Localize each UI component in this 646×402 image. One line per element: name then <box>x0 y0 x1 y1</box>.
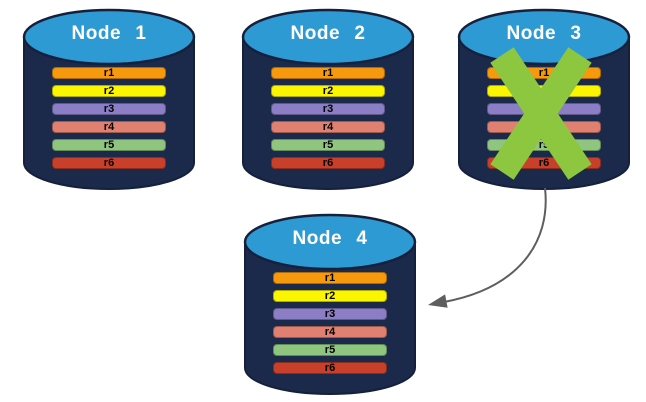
node-label: Node 4 <box>292 228 368 249</box>
replica-bar: r1 <box>273 272 387 284</box>
cylinder-top <box>22 8 196 66</box>
replica-list: r1 r2 r3 r4 r5 r6 <box>273 272 387 374</box>
cylinder-top <box>457 8 631 66</box>
node-label: Node 3 <box>506 23 582 44</box>
replica-bar: r2 <box>52 85 166 97</box>
replica-bar: r3 <box>273 308 387 320</box>
replica-list: r1 r2 r3 r4 r5 r6 <box>271 67 385 169</box>
replica-bar: r5 <box>273 344 387 356</box>
node-3: Node 3 r1 r2 r3 r4 r5 r6 <box>456 6 632 192</box>
node-1: Node 1 r1 r2 r3 r4 r5 r6 <box>21 6 197 192</box>
node-label: Node 1 <box>71 23 147 44</box>
replica-bar: r4 <box>52 121 166 133</box>
replica-bar: r3 <box>271 103 385 115</box>
replica-bar: r2 <box>273 290 387 302</box>
failover-arrow <box>428 187 547 308</box>
replica-bar: r4 <box>273 326 387 338</box>
replica-bar: r6 <box>273 362 387 374</box>
cylinder-top <box>243 213 417 271</box>
failure-x-icon <box>490 47 592 180</box>
node-4: Node 4 r1 r2 r3 r4 r5 r6 <box>242 211 418 397</box>
replica-bar: r3 <box>52 103 166 115</box>
replica-bar: r6 <box>271 157 385 169</box>
replica-bar: r1 <box>52 67 166 79</box>
arrow-head <box>428 294 448 308</box>
replica-list: r1 r2 r3 r4 r5 r6 <box>52 67 166 169</box>
replica-bar: r4 <box>271 121 385 133</box>
replica-bar: r5 <box>52 139 166 151</box>
arrow-curve <box>443 187 547 303</box>
cylinder-top <box>241 8 415 66</box>
replica-bar: r6 <box>52 157 166 169</box>
node-2: Node 2 r1 r2 r3 r4 r5 r6 <box>240 6 416 192</box>
replica-bar: r2 <box>271 85 385 97</box>
replica-bar: r5 <box>271 139 385 151</box>
node-label: Node 2 <box>290 23 366 44</box>
replica-bar: r1 <box>271 67 385 79</box>
